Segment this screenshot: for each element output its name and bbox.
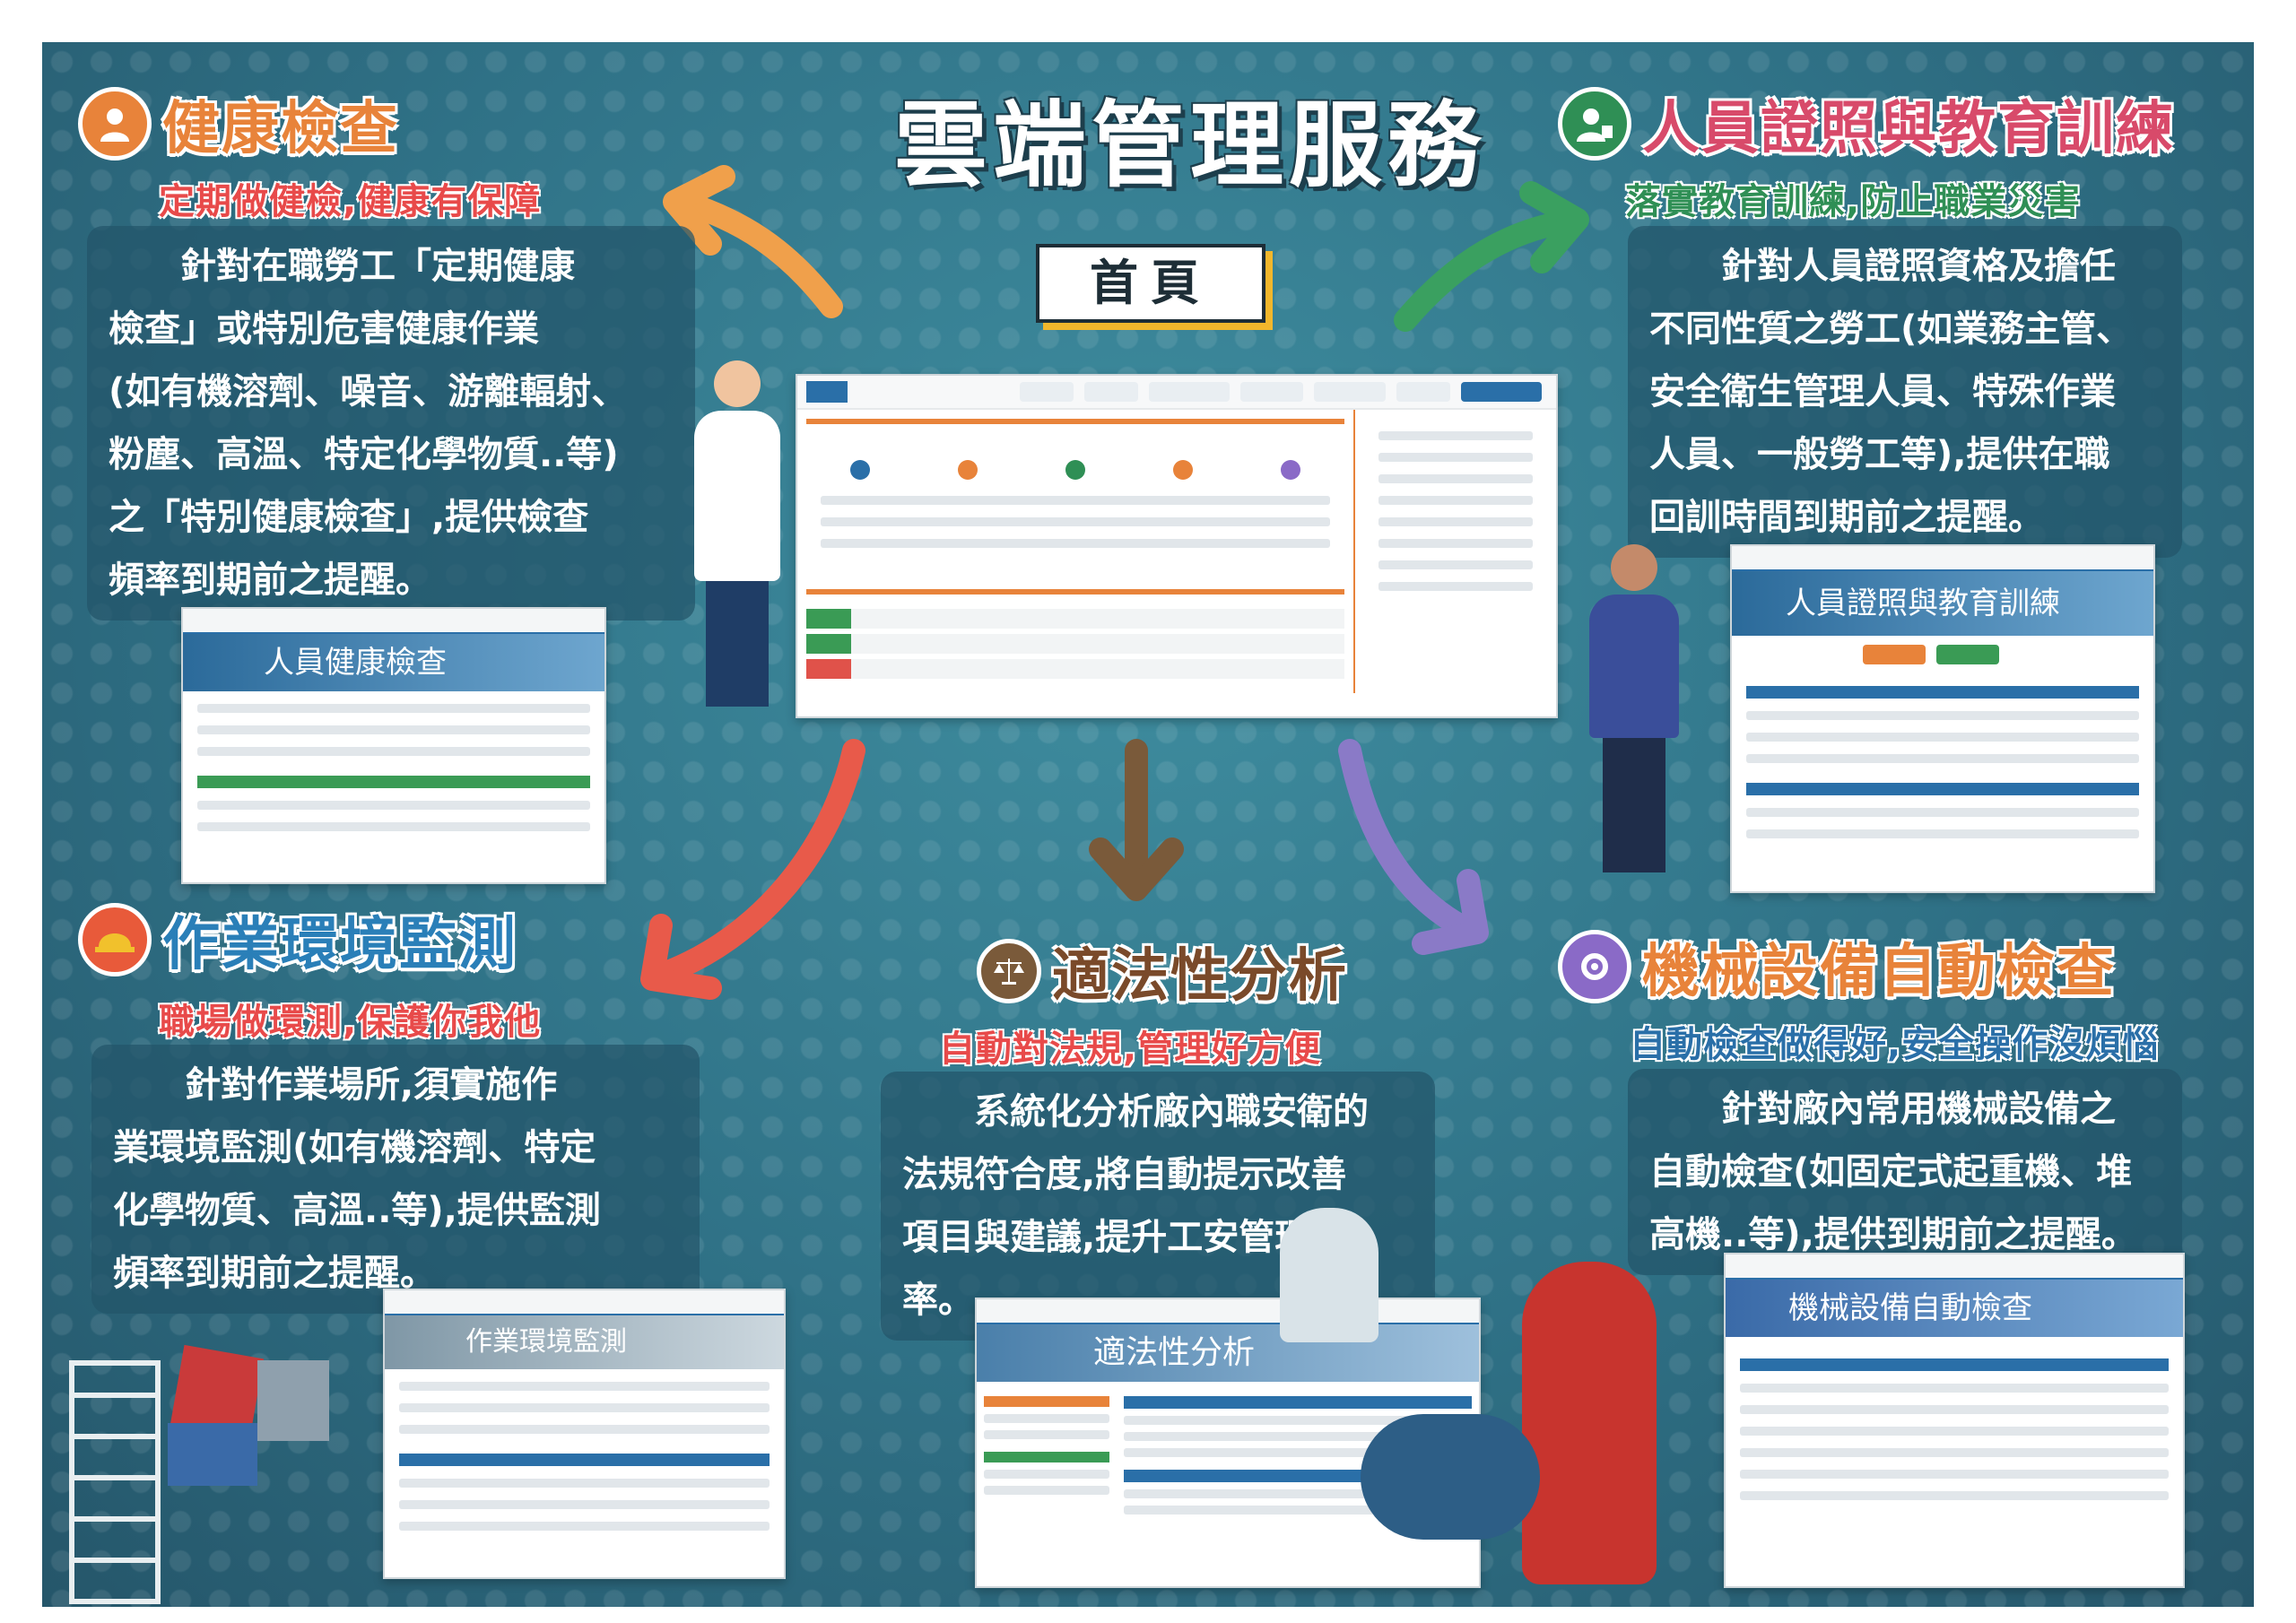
license-screenshot: 人員證照與教育訓練 [1730,544,2155,893]
machine-description: 針對廠內常用機械設備之 自動檢查(如固定式起重機、堆 高機..等),提供到期前之… [1628,1069,2182,1275]
machine-subtitle: 自動檢查做得好,安全操作沒煩惱 [1630,1024,2160,1065]
environment-screenshot-banner: 作業環境監測 [385,1315,784,1369]
license-description: 針對人員證照資格及擔任 不同性質之勞工(如業務主管、 安全衛生管理人員、特殊作業… [1628,226,2182,558]
desc-line: 安全衛生管理人員、特殊作業 [1649,371,2116,412]
legal-screenshot-banner: 適法性分析 [977,1324,1479,1382]
desc-line: 人員、一般勞工等),提供在職 [1649,434,2110,475]
desc-line: 化學物質、高溫..等),提供監測 [113,1190,601,1231]
desc-line: 自動檢查(如固定式起重機、堆 [1649,1151,2133,1193]
arrow-environment [649,739,865,986]
desc-line: 針對人員證照資格及擔任 [1721,246,2116,287]
license-subtitle: 落實教育訓練,防止職業災害 [1625,181,2082,222]
desc-line: 頻率到期前之提醒。 [109,560,431,601]
machine-illustration [1280,1208,1728,1602]
desc-line: 系統化分析廠內職安衛的 [974,1091,1369,1133]
desc-line: 針對廠內常用機械設備之 [1721,1089,2116,1130]
license-title: 人員證照與教育訓練 [1642,96,2175,162]
desc-line: 業環境監測(如有機溶劑、特定 [113,1127,596,1168]
desc-line: 項目與建議,提升工安管理效 [902,1217,1347,1258]
desc-line: 率。 [902,1280,974,1321]
arrow-machine [1338,739,1480,942]
machine-screenshot-banner: 機械設備自動檢查 [1726,1280,2183,1337]
desc-line: 回訓時間到期前之提醒。 [1649,497,2044,538]
scale-icon [977,939,1041,1003]
environment-description: 針對作業場所,須實施作 業環境監測(如有機溶劑、特定 化學物質、高溫..等),提… [91,1045,700,1314]
environment-subtitle: 職場做環測,保護你我他 [159,1002,542,1043]
dashboard-screenshot [796,374,1558,718]
desc-line: 檢查」或特別危害健康作業 [109,308,539,350]
machine-title: 機械設備自動檢查 [1642,939,2116,1005]
machine-screenshot: 機械設備自動檢查 [1724,1253,2185,1588]
desc-line: 粉塵、高溫、特定化學物質..等) [109,434,619,475]
desc-line: 高機..等),提供到期前之提醒。 [1649,1214,2137,1255]
gear-check-icon [1558,930,1631,1003]
health-screenshot: 人員健康檢查 [181,607,606,884]
arrow-health [676,192,843,318]
environment-screenshot: 作業環境監測 [383,1289,786,1579]
health-description: 針對在職勞工「定期健康 檢查」或特別危害健康作業 (如有機溶劑、噪音、游離輻射、… [87,226,695,621]
doctor-illustration [688,360,787,719]
person-health-icon [78,87,152,161]
desc-line: 針對在職勞工「定期健康 [180,246,575,287]
health-subtitle: 定期做健檢,健康有保障 [159,181,542,222]
businesswoman-illustration [1580,544,1688,921]
arrows [640,165,1589,1000]
scaffold-illustration [69,1324,365,1604]
legal-screenshot: 適法性分析 [975,1298,1481,1588]
desc-line: 之「特別健康檢查」,提供檢查 [109,497,589,538]
desc-line: 頻率到期前之提醒。 [113,1253,436,1294]
home-label: 首頁 [1036,244,1265,323]
arrow-license [1394,210,1578,332]
license-screenshot-banner: 人員證照與教育訓練 [1732,571,2153,636]
hard-hat-icon [78,903,152,976]
desc-line: (如有機溶劑、噪音、游離輻射、 [109,371,628,412]
person-badge-icon [1558,87,1631,161]
page-title: 雲端管理服務 [893,91,1486,200]
desc-line: 不同性質之勞工(如業務主管、 [1649,308,2133,350]
poster: 雲端管理服務 首頁 [42,42,2254,1607]
health-screenshot-banner: 人員健康檢查 [183,634,604,691]
health-title: 健康檢查 [162,96,399,162]
desc-line: 法規符合度,將自動提示改善 [902,1154,1347,1195]
environment-title: 作業環境監測 [162,912,517,978]
desc-line: 針對作業場所,須實施作 [185,1064,558,1106]
legal-subtitle: 自動對法規,管理好方便 [939,1028,1322,1070]
legal-title: 適法性分析 [1052,943,1348,1010]
